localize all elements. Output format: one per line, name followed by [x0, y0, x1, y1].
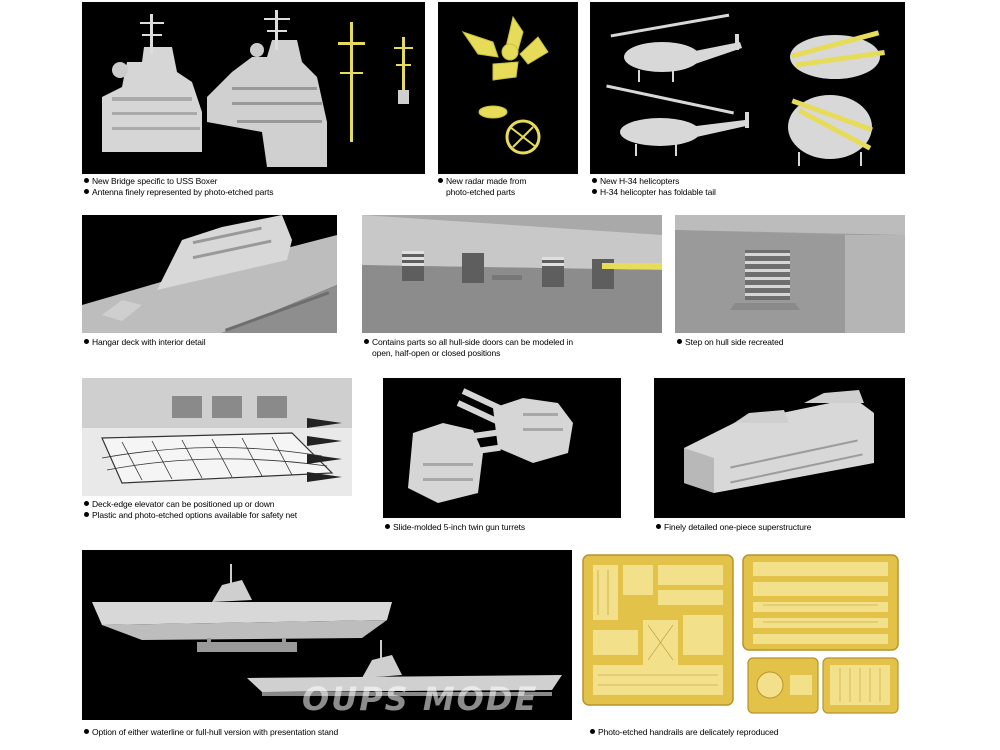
handrails-caption: Photo-etched handrails are delicately re… [590, 727, 779, 738]
hangar-caption: Hangar deck with interior detail [84, 337, 206, 348]
ship-versions-image: OUPS MODE [82, 550, 572, 720]
versions-caption: Option of either waterline or full-hull … [84, 727, 338, 738]
radar-image [438, 2, 578, 174]
hangar-deck-image [82, 215, 337, 333]
turrets-image [383, 378, 621, 518]
bridge-image [82, 2, 425, 174]
doors-caption: Contains parts so all hull-side doors ca… [364, 337, 573, 359]
elevator-image [82, 378, 352, 496]
bridge-caption: New Bridge specific to USS Boxer Antenna… [84, 176, 273, 198]
watermark: OUPS MODE [302, 680, 539, 718]
elevator-caption: Deck-edge elevator can be positioned up … [84, 499, 297, 521]
helicopter-caption: New H-34 helicopters H-34 helicopter has… [592, 176, 716, 198]
helicopter-image [590, 2, 905, 174]
hull-doors-image [362, 215, 662, 333]
superstructure-caption: Finely detailed one-piece superstructure [656, 522, 811, 533]
photo-etch-image [578, 550, 905, 720]
step-caption: Step on hull side recreated [677, 337, 784, 348]
superstructure-image [654, 378, 905, 518]
turrets-caption: Slide-molded 5-inch twin gun turrets [385, 522, 525, 533]
hull-step-image [675, 215, 905, 333]
radar-caption: New radar made from photo-etched parts [438, 176, 526, 198]
